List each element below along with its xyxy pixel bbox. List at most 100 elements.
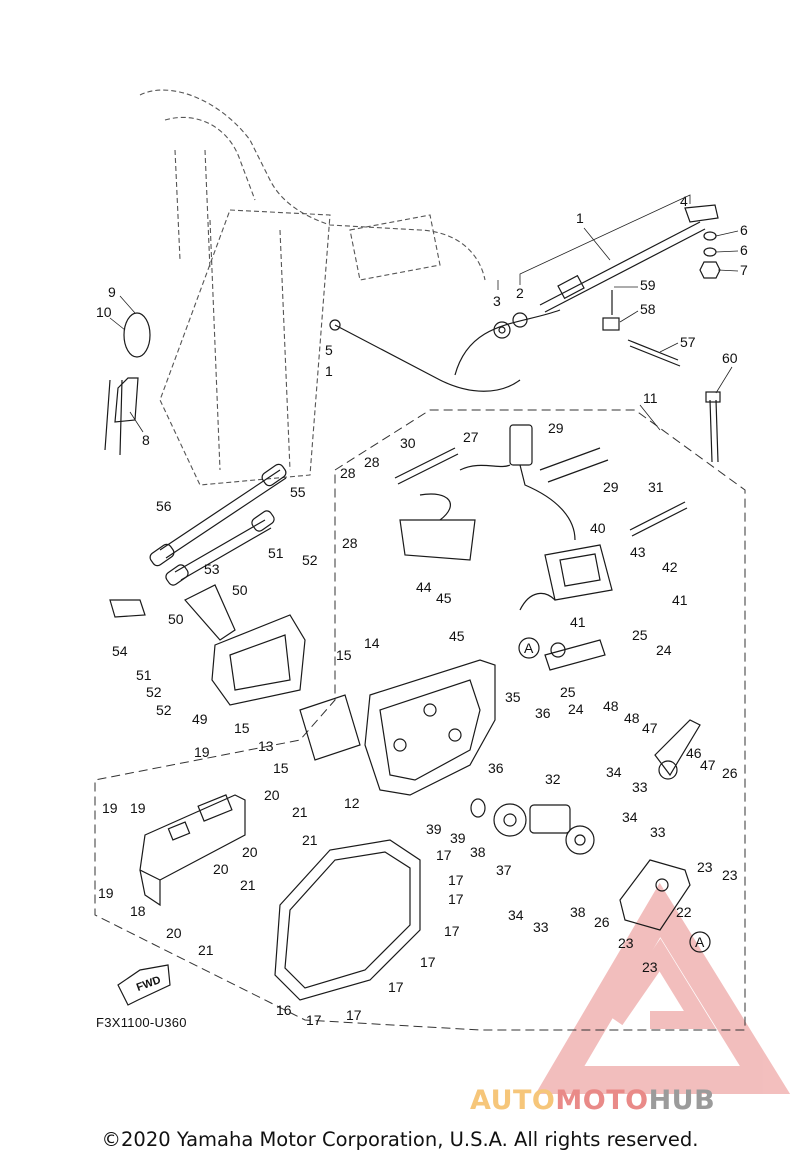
callout-labels: 1 2 3 4 6 6 7 5 1 9 10 8 59 58 57 60 11 … (96, 193, 748, 1028)
cable-ties-mid (394, 447, 688, 537)
watermark-part3: HUB (648, 1085, 716, 1116)
actuator-assembly (519, 544, 613, 671)
callout-24b: 24 (568, 701, 584, 717)
callout-43: 43 (630, 544, 646, 560)
callout-22: 22 (676, 904, 692, 920)
callout-15: 15 (336, 647, 352, 663)
watermark-part2: MOTO (555, 1085, 649, 1116)
callout-29b: 29 (603, 479, 619, 495)
watermark-text: AUTOMOTOHUB (470, 1085, 715, 1116)
callout-52b: 52 (146, 684, 162, 700)
callout-11: 11 (643, 390, 658, 406)
cable-ties-top (602, 290, 721, 463)
callout-47b: 47 (700, 757, 716, 773)
callout-28b: 28 (364, 454, 380, 470)
callout-7: 7 (740, 262, 748, 278)
throttle-cable (329, 204, 721, 392)
callout-60: 60 (722, 350, 738, 366)
callout-6: 6 (740, 222, 748, 238)
callout-28c: 28 (342, 535, 358, 551)
callout-46: 46 (686, 745, 702, 761)
copyright-notice: ©2020 Yamaha Motor Corporation, U.S.A. A… (101, 1128, 699, 1151)
callout-14: 14 (364, 635, 380, 651)
callout-29: 29 (548, 420, 564, 436)
callout-32: 32 (545, 771, 561, 787)
callout-38: 38 (470, 844, 486, 860)
callout-40: 40 (590, 520, 606, 536)
callout-49: 49 (192, 711, 208, 727)
callout-45b: 45 (449, 628, 465, 644)
callout-23b: 23 (722, 867, 738, 883)
callout-25b: 25 (560, 684, 576, 700)
wire-harness (399, 424, 576, 561)
callout-18: 18 (130, 903, 146, 919)
watermark-logo (535, 882, 791, 1094)
callout-17d: 17 (444, 923, 460, 939)
main-bracket (299, 659, 496, 796)
callout-1b: 1 (325, 363, 333, 379)
callout-23d: 23 (642, 959, 658, 975)
callout-35: 35 (505, 689, 521, 705)
callout-23: 23 (697, 859, 713, 875)
callout-19d: 19 (98, 885, 114, 901)
callout-5: 5 (325, 342, 333, 358)
callout-2: 2 (516, 285, 524, 301)
callout-8: 8 (142, 432, 150, 448)
watermark-part1: AUTO (470, 1085, 556, 1116)
callout-23c: 23 (618, 935, 634, 951)
callout-30: 30 (400, 435, 416, 451)
callout-39: 39 (426, 821, 442, 837)
callout-51: 51 (268, 545, 284, 561)
callout-36b: 36 (488, 760, 504, 776)
callout-3: 3 (493, 293, 501, 309)
fwd-arrow: FWD (117, 964, 171, 1006)
callout-9: 9 (108, 284, 116, 300)
callout-54: 54 (112, 643, 128, 659)
callout-27: 27 (463, 429, 479, 445)
callout-17g: 17 (306, 1012, 322, 1028)
callout-52c: 52 (156, 702, 172, 718)
callout-44: 44 (416, 579, 432, 595)
callout-51b: 51 (136, 667, 152, 683)
callout-53: 53 (204, 561, 220, 577)
callout-59: 59 (640, 277, 656, 293)
callout-20: 20 (264, 787, 280, 803)
bracket-22 (619, 859, 691, 931)
callout-56: 56 (156, 498, 172, 514)
callout-17: 17 (436, 847, 452, 863)
callout-21b: 21 (302, 832, 318, 848)
callout-50: 50 (232, 582, 248, 598)
callout-17f: 17 (388, 979, 404, 995)
callout-17c: 17 (448, 891, 464, 907)
callout-33: 33 (632, 779, 648, 795)
callout-41b: 41 (570, 614, 586, 630)
side-cover (274, 839, 421, 1001)
callout-1: 1 (576, 210, 584, 226)
assembly-11-boundary (94, 409, 746, 1031)
callout-34: 34 (606, 764, 622, 780)
callout-19c: 19 (130, 800, 146, 816)
handlebar-ghost (139, 89, 486, 486)
callout-21d: 21 (198, 942, 214, 958)
callout-20b: 20 (242, 844, 258, 860)
callout-55: 55 (290, 484, 306, 500)
callout-50b: 50 (168, 611, 184, 627)
callout-42: 42 (662, 559, 678, 575)
callout-19: 19 (194, 744, 210, 760)
callout-25: 25 (632, 627, 648, 643)
callout-57: 57 (680, 334, 696, 350)
callout-16: 16 (276, 1002, 292, 1018)
callout-36: 36 (535, 705, 551, 721)
control-unit (139, 794, 246, 907)
callout-15c: 15 (273, 760, 289, 776)
callout-21c: 21 (240, 877, 256, 893)
grommet-group (104, 312, 151, 456)
callout-4: 4 (680, 193, 688, 209)
callout-37: 37 (496, 862, 512, 878)
callout-17h: 17 (346, 1007, 362, 1023)
svg-text:A: A (695, 934, 705, 950)
callout-21: 21 (292, 804, 308, 820)
callout-26: 26 (722, 765, 738, 781)
callout-31: 31 (648, 479, 664, 495)
